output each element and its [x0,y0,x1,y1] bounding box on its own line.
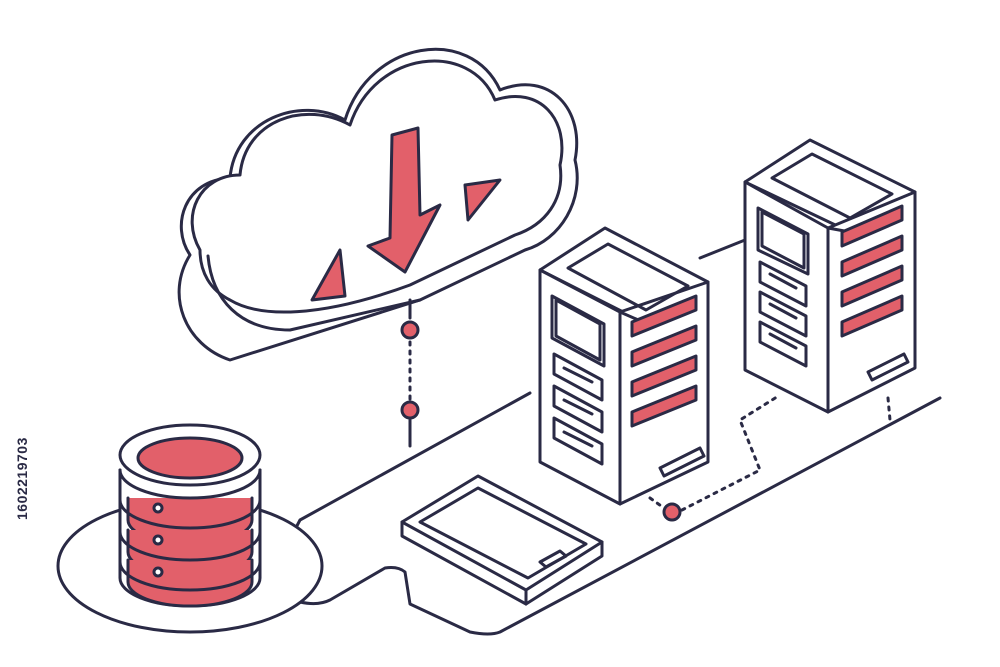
database-icon [118,423,262,608]
stock-id-watermark: 1602219703 [14,437,30,520]
cloud-connector [400,298,420,448]
server-rack-left [538,226,710,506]
server-rack-right [743,138,917,422]
server-connector [648,393,782,522]
cloud-download-icon [177,47,579,362]
tablet-icon [400,474,604,606]
